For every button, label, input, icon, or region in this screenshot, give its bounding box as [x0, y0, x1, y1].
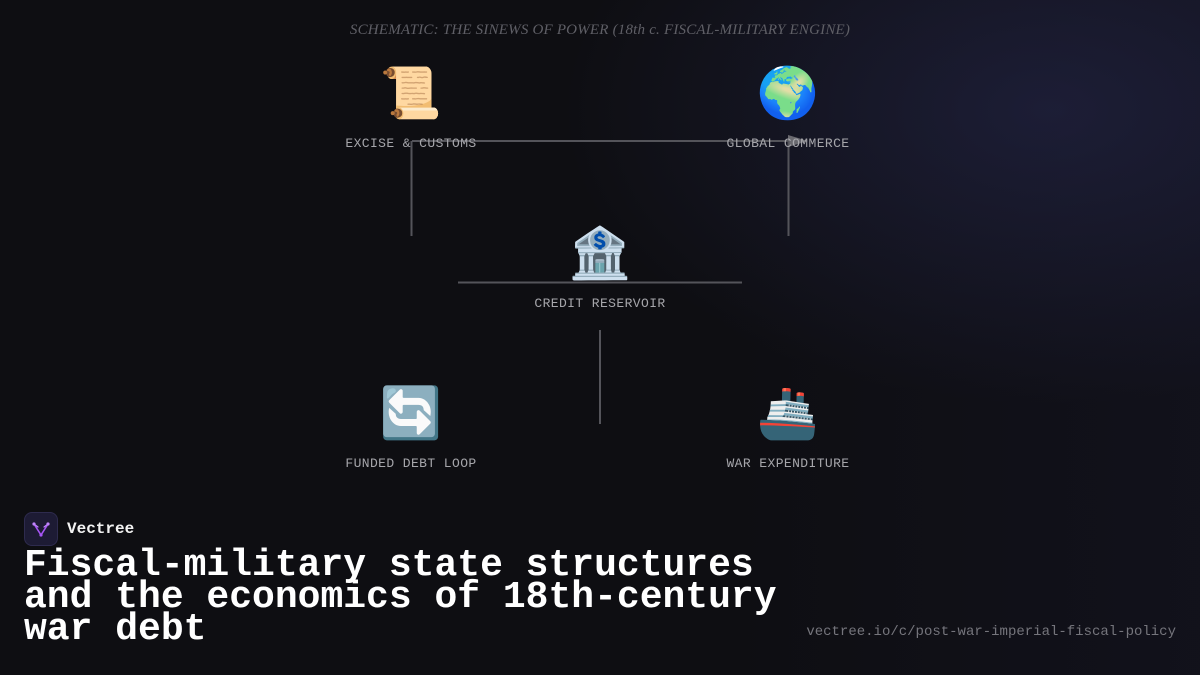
node-funded-debt-loop: 🔄 FUNDED DEBT LOOP — [301, 389, 521, 472]
cycle-arrows-icon: 🔄 — [379, 389, 443, 446]
node-war-expenditure: 🚢 WAR EXPENDITURE — [678, 389, 898, 472]
node-label: GLOBAL COMMERCE — [726, 136, 850, 151]
brand-name: Vectree — [67, 520, 135, 538]
vectree-logo-icon — [24, 512, 58, 546]
scroll-icon: 📜 — [379, 69, 443, 126]
source-url[interactable]: vectree.io/c/post-war-imperial-fiscal-po… — [806, 624, 1176, 640]
node-excise-customs: 📜 EXCISE & CUSTOMS — [301, 69, 521, 152]
node-global-commerce: 🌍 GLOBAL COMMERCE — [678, 69, 898, 152]
node-credit-reservoir: 🏦 CREDIT RESERVOIR — [490, 229, 710, 312]
node-label: FUNDED DEBT LOOP — [345, 456, 477, 471]
arrowhead-to-commerce — [788, 135, 808, 147]
schematic-title: SCHEMATIC: THE SINEWS OF POWER (18th c. … — [349, 22, 851, 38]
brand[interactable]: Vectree — [24, 512, 134, 546]
ship-icon: 🚢 — [756, 389, 820, 446]
bank-icon: 🏦 — [568, 229, 632, 286]
node-label: WAR EXPENDITURE — [726, 456, 850, 471]
globe-icon: 🌍 — [756, 69, 820, 126]
node-label: CREDIT RESERVOIR — [534, 296, 666, 311]
page-title: Fiscal-military state structures and the… — [24, 544, 777, 651]
node-label: EXCISE & CUSTOMS — [345, 136, 477, 151]
